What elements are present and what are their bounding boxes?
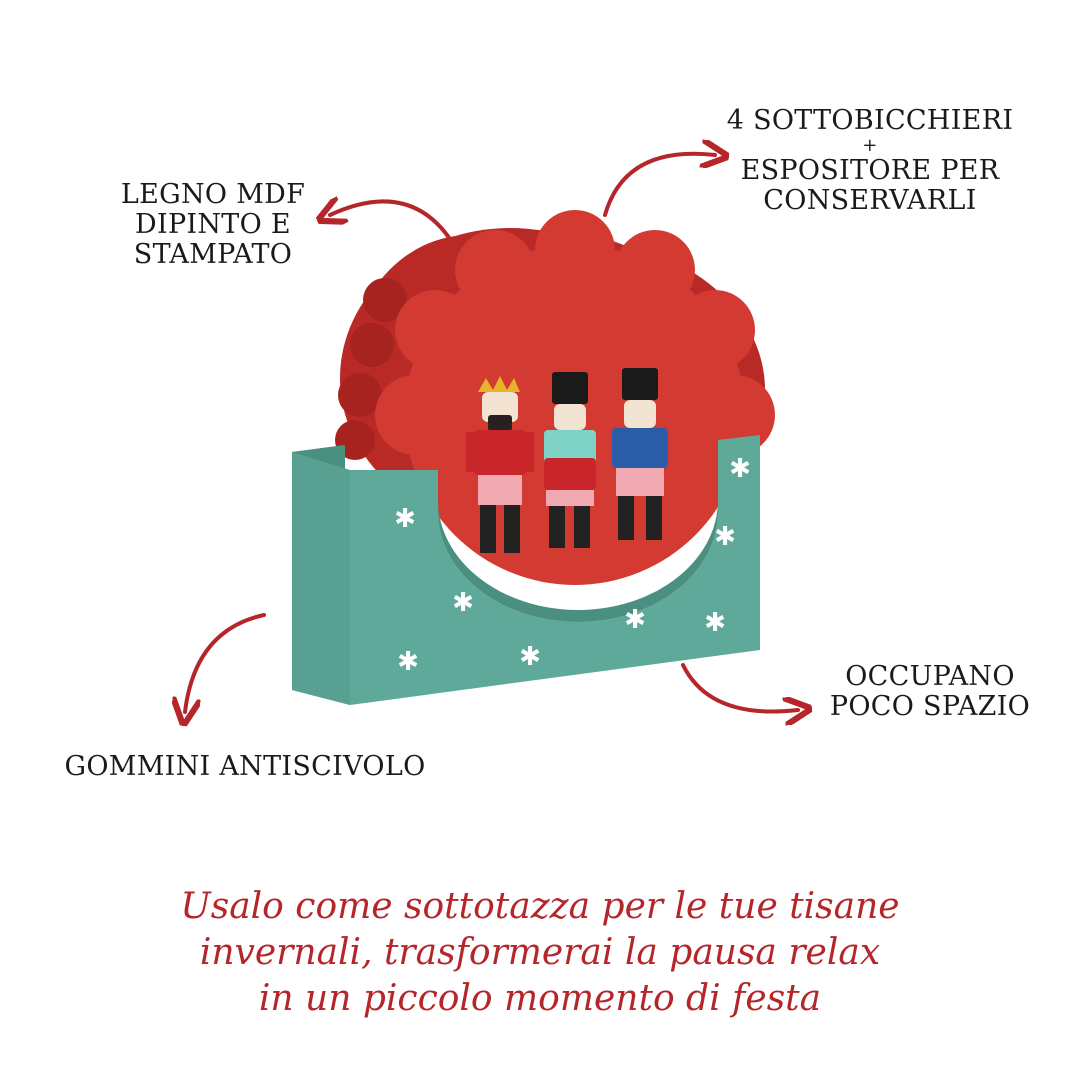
arrow-sottobicchieri	[603, 154, 715, 217]
front-coaster	[375, 210, 775, 585]
caption: Usalo come sottotazza per le tue tisane …	[100, 884, 980, 1022]
label-line: ESPOSITORE PER	[740, 155, 1000, 186]
label-line: CONSERVARLI	[763, 185, 977, 216]
label-occupano: OCCUPANO POCO SPAZIO	[810, 662, 1050, 722]
label-legno-mdf: LEGNO MDF DIPINTO E STAMPATO	[98, 180, 328, 270]
label-line: POCO SPAZIO	[829, 691, 1031, 722]
svg-text:✱: ✱	[704, 608, 726, 638]
display-box: ✱ ✱ ✱ ✱ ✱ ✱ ✱ ✱	[292, 435, 760, 705]
label-line: LEGNO MDF	[120, 179, 306, 210]
svg-text:✱: ✱	[624, 605, 646, 635]
arrow-gommini	[185, 613, 266, 712]
nutcracker-right	[612, 368, 668, 540]
label-line: GOMMINI ANTISCIVOLO	[64, 751, 426, 782]
label-plus: +	[862, 135, 878, 156]
arrow-occupano	[681, 663, 798, 712]
label-sottobicchieri: 4 SOTTOBICCHIERI + ESPOSITORE PER CONSER…	[700, 106, 1040, 216]
caption-line: in un piccolo momento di festa	[258, 978, 822, 1019]
svg-text:✱: ✱	[452, 588, 474, 618]
svg-text:✱: ✱	[519, 642, 541, 672]
caption-line: invernali, trasformerai la pausa relax	[199, 932, 881, 973]
caption-line: Usalo come sottotazza per le tue tisane	[180, 886, 900, 927]
label-line: 4 SOTTOBICCHIERI	[726, 105, 1014, 136]
nutcracker-middle	[544, 372, 596, 548]
label-line: STAMPATO	[133, 239, 293, 270]
svg-text:✱: ✱	[714, 522, 736, 552]
svg-text:✱: ✱	[729, 454, 751, 484]
arrow-legno	[330, 201, 454, 244]
label-line: DIPINTO E	[135, 209, 291, 240]
label-gommini: GOMMINI ANTISCIVOLO	[55, 752, 435, 782]
svg-text:✱: ✱	[394, 504, 416, 534]
nutcracker-left	[466, 376, 534, 553]
svg-text:✱: ✱	[397, 647, 419, 677]
label-line: OCCUPANO	[845, 661, 1015, 692]
